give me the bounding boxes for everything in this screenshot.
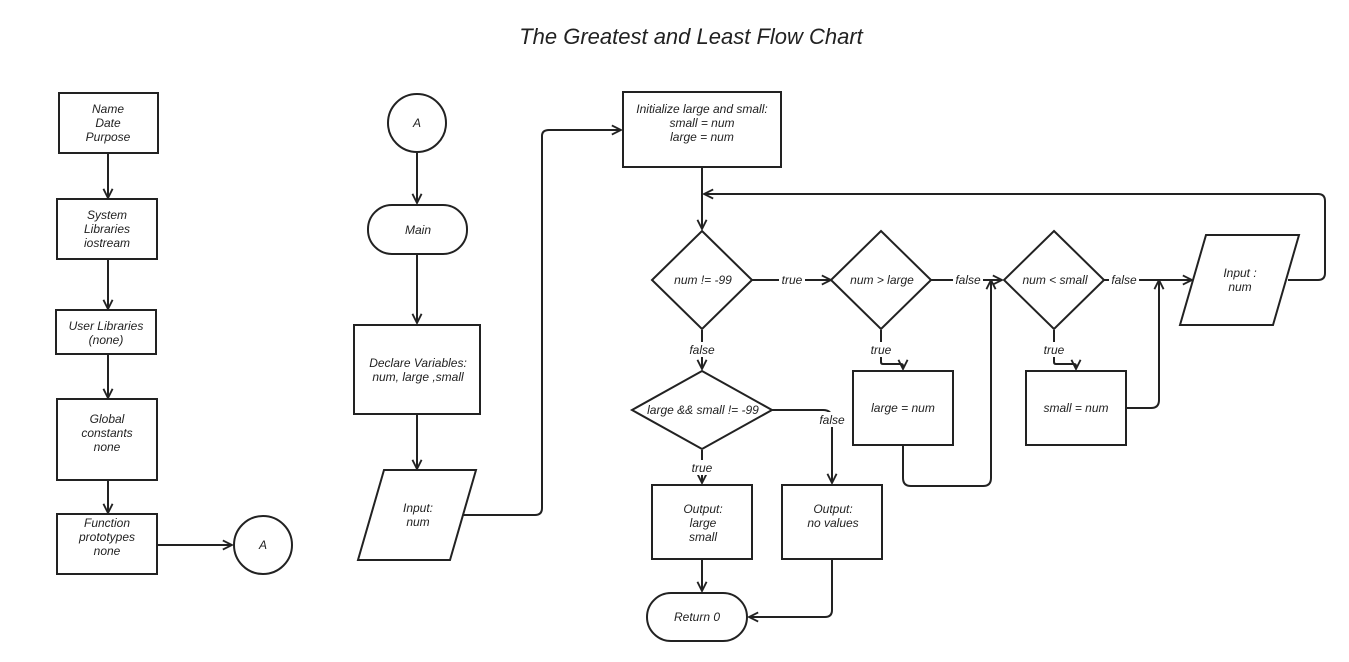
node-text-line: Declare Variables: <box>369 356 467 370</box>
edge-label-small-true: true <box>1044 343 1065 357</box>
node-text: Output:no values <box>807 502 858 530</box>
node-text-line: num, large ,small <box>372 370 464 384</box>
node-text-line: large = num <box>871 401 935 415</box>
node-text-line: Date <box>95 116 121 130</box>
node-text: num != -99 <box>674 273 732 287</box>
node-text-line: Purpose <box>86 130 131 144</box>
node-text-line: (none) <box>89 333 124 347</box>
node-text: Input:num <box>403 501 433 529</box>
page-title: The Greatest and Least Flow Chart <box>519 24 863 49</box>
node-text-line: Return 0 <box>674 610 720 624</box>
decision-large: num > large <box>829 229 933 331</box>
assign-large-block: large = num <box>852 370 954 446</box>
node-text: large && small != -99 <box>647 403 759 417</box>
declare-block: Declare Variables:num, large ,small <box>353 324 481 415</box>
node-text-line: small = num <box>1043 401 1108 415</box>
return-terminal: Return 0 <box>646 592 748 642</box>
edge-decision-small-true <box>1053 330 1076 369</box>
node-text-line: none <box>94 544 121 558</box>
node-text: A <box>258 538 267 552</box>
node-text-line: constants <box>81 426 132 440</box>
edge-input-to-initialize <box>463 130 621 516</box>
edge-input-loop-back <box>704 194 1326 281</box>
node-text: large = num <box>871 401 935 415</box>
node-text-line: num < small <box>1022 273 1087 287</box>
node-text-line: User Libraries <box>69 319 144 333</box>
node-text-line: num <box>406 515 429 529</box>
node-text-line: Function <box>84 516 130 530</box>
edge-decision-large-true <box>880 330 903 369</box>
edge-label-large-true: true <box>871 343 892 357</box>
node-text-line: num > large <box>850 273 914 287</box>
input-loop-block: Input :num <box>1178 234 1301 326</box>
node-text-line: Libraries <box>84 222 130 236</box>
node-text-line: num != -99 <box>674 273 732 287</box>
node-text: num < small <box>1022 273 1087 287</box>
node-text-line: large && small != -99 <box>647 403 759 417</box>
edge-label-values-true: true <box>692 461 713 475</box>
node-text-line: num <box>1228 280 1251 294</box>
decision-small: num < small <box>1002 229 1106 331</box>
node-text-line: small <box>689 530 717 544</box>
connector-a-left: A <box>233 515 293 575</box>
node-text-line: Output: <box>813 502 852 516</box>
node-text: A <box>412 116 421 130</box>
edge-label-small-false: false <box>1111 273 1137 287</box>
node-text-line: no values <box>807 516 858 530</box>
node-text-line: Output: <box>683 502 722 516</box>
node-text-line: A <box>412 116 421 130</box>
edge-assign-small-to-input-loop <box>1127 280 1159 409</box>
edge-label-large-false: false <box>955 273 981 287</box>
main-terminal: Main <box>367 204 468 255</box>
node-text-line: Initialize large and small: <box>636 102 767 116</box>
node-text: Return 0 <box>674 610 720 624</box>
node-text: Input :num <box>1223 266 1256 294</box>
node-text-line: Global <box>90 412 125 426</box>
edge-assign-large-to-decision-small <box>902 280 991 487</box>
node-text-line: prototypes <box>78 530 135 544</box>
node-text: small = num <box>1043 401 1108 415</box>
output-none-block: Output:no values <box>781 484 883 560</box>
node-text: Main <box>405 223 431 237</box>
input-first-block: Input:num <box>356 469 478 561</box>
edge-label-num-false: false <box>689 343 715 357</box>
user-libraries-block: User Libraries(none) <box>55 309 157 355</box>
node-text-line: Input: <box>403 501 433 515</box>
node-text-line: large = num <box>670 130 734 144</box>
edge-output-none-to-return <box>749 560 833 617</box>
node-text-line: Name <box>92 102 124 116</box>
node-text-line: small = num <box>669 116 734 130</box>
node-text-line: large <box>690 516 717 530</box>
connector-a-top: A <box>387 93 447 153</box>
edge-label-values-false: false <box>819 413 845 427</box>
node-text-line: Input : <box>1223 266 1256 280</box>
node-text-line: Main <box>405 223 431 237</box>
edge-label-num-true: true <box>782 273 803 287</box>
node-text-line: A <box>258 538 267 552</box>
node-text-line: System <box>87 208 127 222</box>
decision-num: num != -99 <box>650 229 754 331</box>
node-text-line: none <box>94 440 121 454</box>
decision-values: large && small != -99 <box>629 369 775 451</box>
node-text-line: iostream <box>84 236 130 250</box>
node-text: User Libraries(none) <box>69 319 144 347</box>
edge-labels: true false false false true true true fa… <box>687 272 1139 475</box>
node-text: Declare Variables:num, large ,small <box>369 356 467 384</box>
assign-small-block: small = num <box>1025 370 1127 446</box>
node-text: num > large <box>850 273 914 287</box>
